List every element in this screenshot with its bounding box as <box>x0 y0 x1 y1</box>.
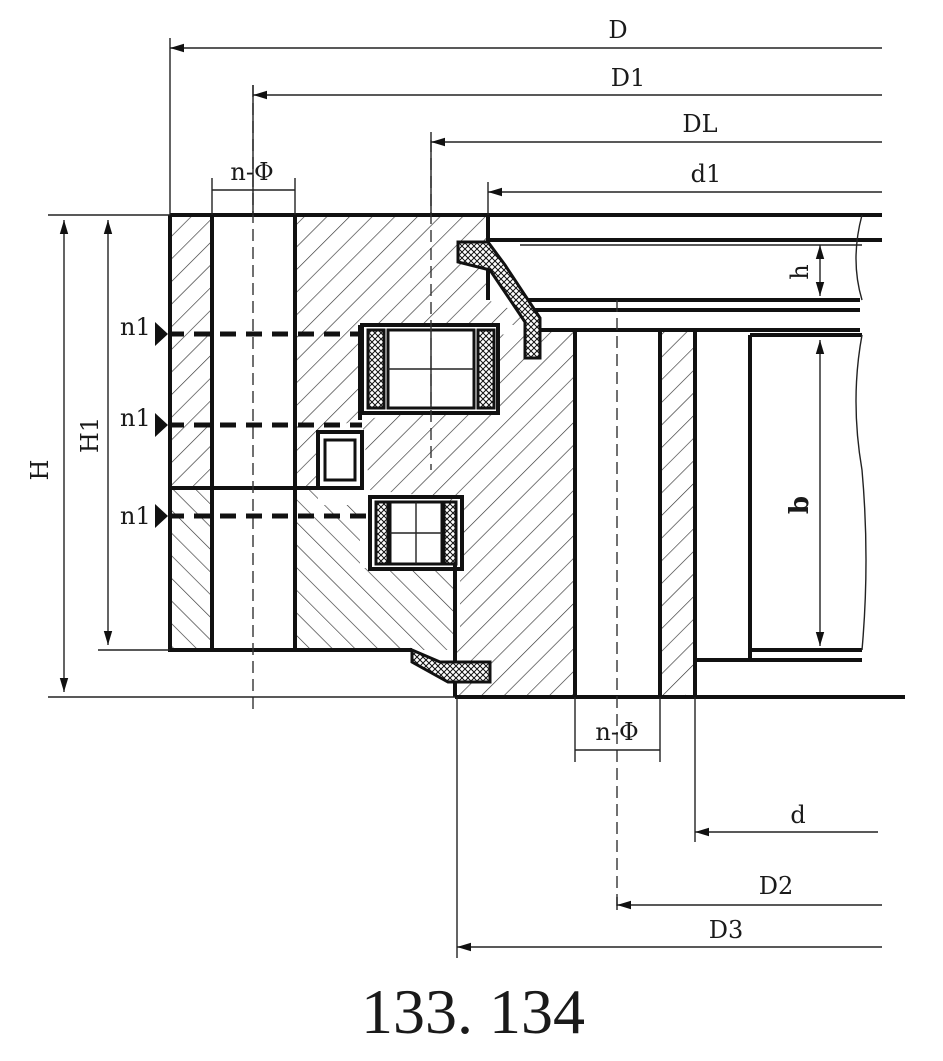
label-H1: H1 <box>76 417 104 453</box>
upper-roller <box>360 323 500 415</box>
label-D: D <box>608 16 627 44</box>
label-D1: D1 <box>611 64 646 92</box>
label-d: d <box>790 801 805 829</box>
label-n-phi-bottom: n-Φ <box>595 718 638 746</box>
label-n1-mid: n1 <box>120 404 151 432</box>
n1-arrow-bottom <box>155 504 168 528</box>
top-cover <box>488 213 882 651</box>
label-n-phi-top: n-Φ <box>230 158 273 186</box>
label-H: H <box>26 460 54 481</box>
label-d1: d1 <box>691 160 722 188</box>
top-seal <box>456 240 542 360</box>
n1-arrow-top <box>155 322 168 346</box>
label-n1-top: n1 <box>120 313 151 341</box>
label-DL: DL <box>682 110 717 138</box>
label-h: h <box>786 264 814 279</box>
radial-roller <box>316 430 364 490</box>
model-number: 133. 134 <box>361 976 585 1047</box>
label-D3: D3 <box>709 916 744 944</box>
inner-ring <box>362 328 905 699</box>
bolt-lines <box>168 331 370 519</box>
lower-roller <box>368 495 464 571</box>
n1-arrow-mid <box>155 413 168 437</box>
bottom-seal <box>410 647 492 684</box>
dimension-lines <box>48 38 882 958</box>
label-n1-bottom: n1 <box>120 502 151 530</box>
label-b: b <box>785 496 815 514</box>
label-D2: D2 <box>759 872 794 900</box>
